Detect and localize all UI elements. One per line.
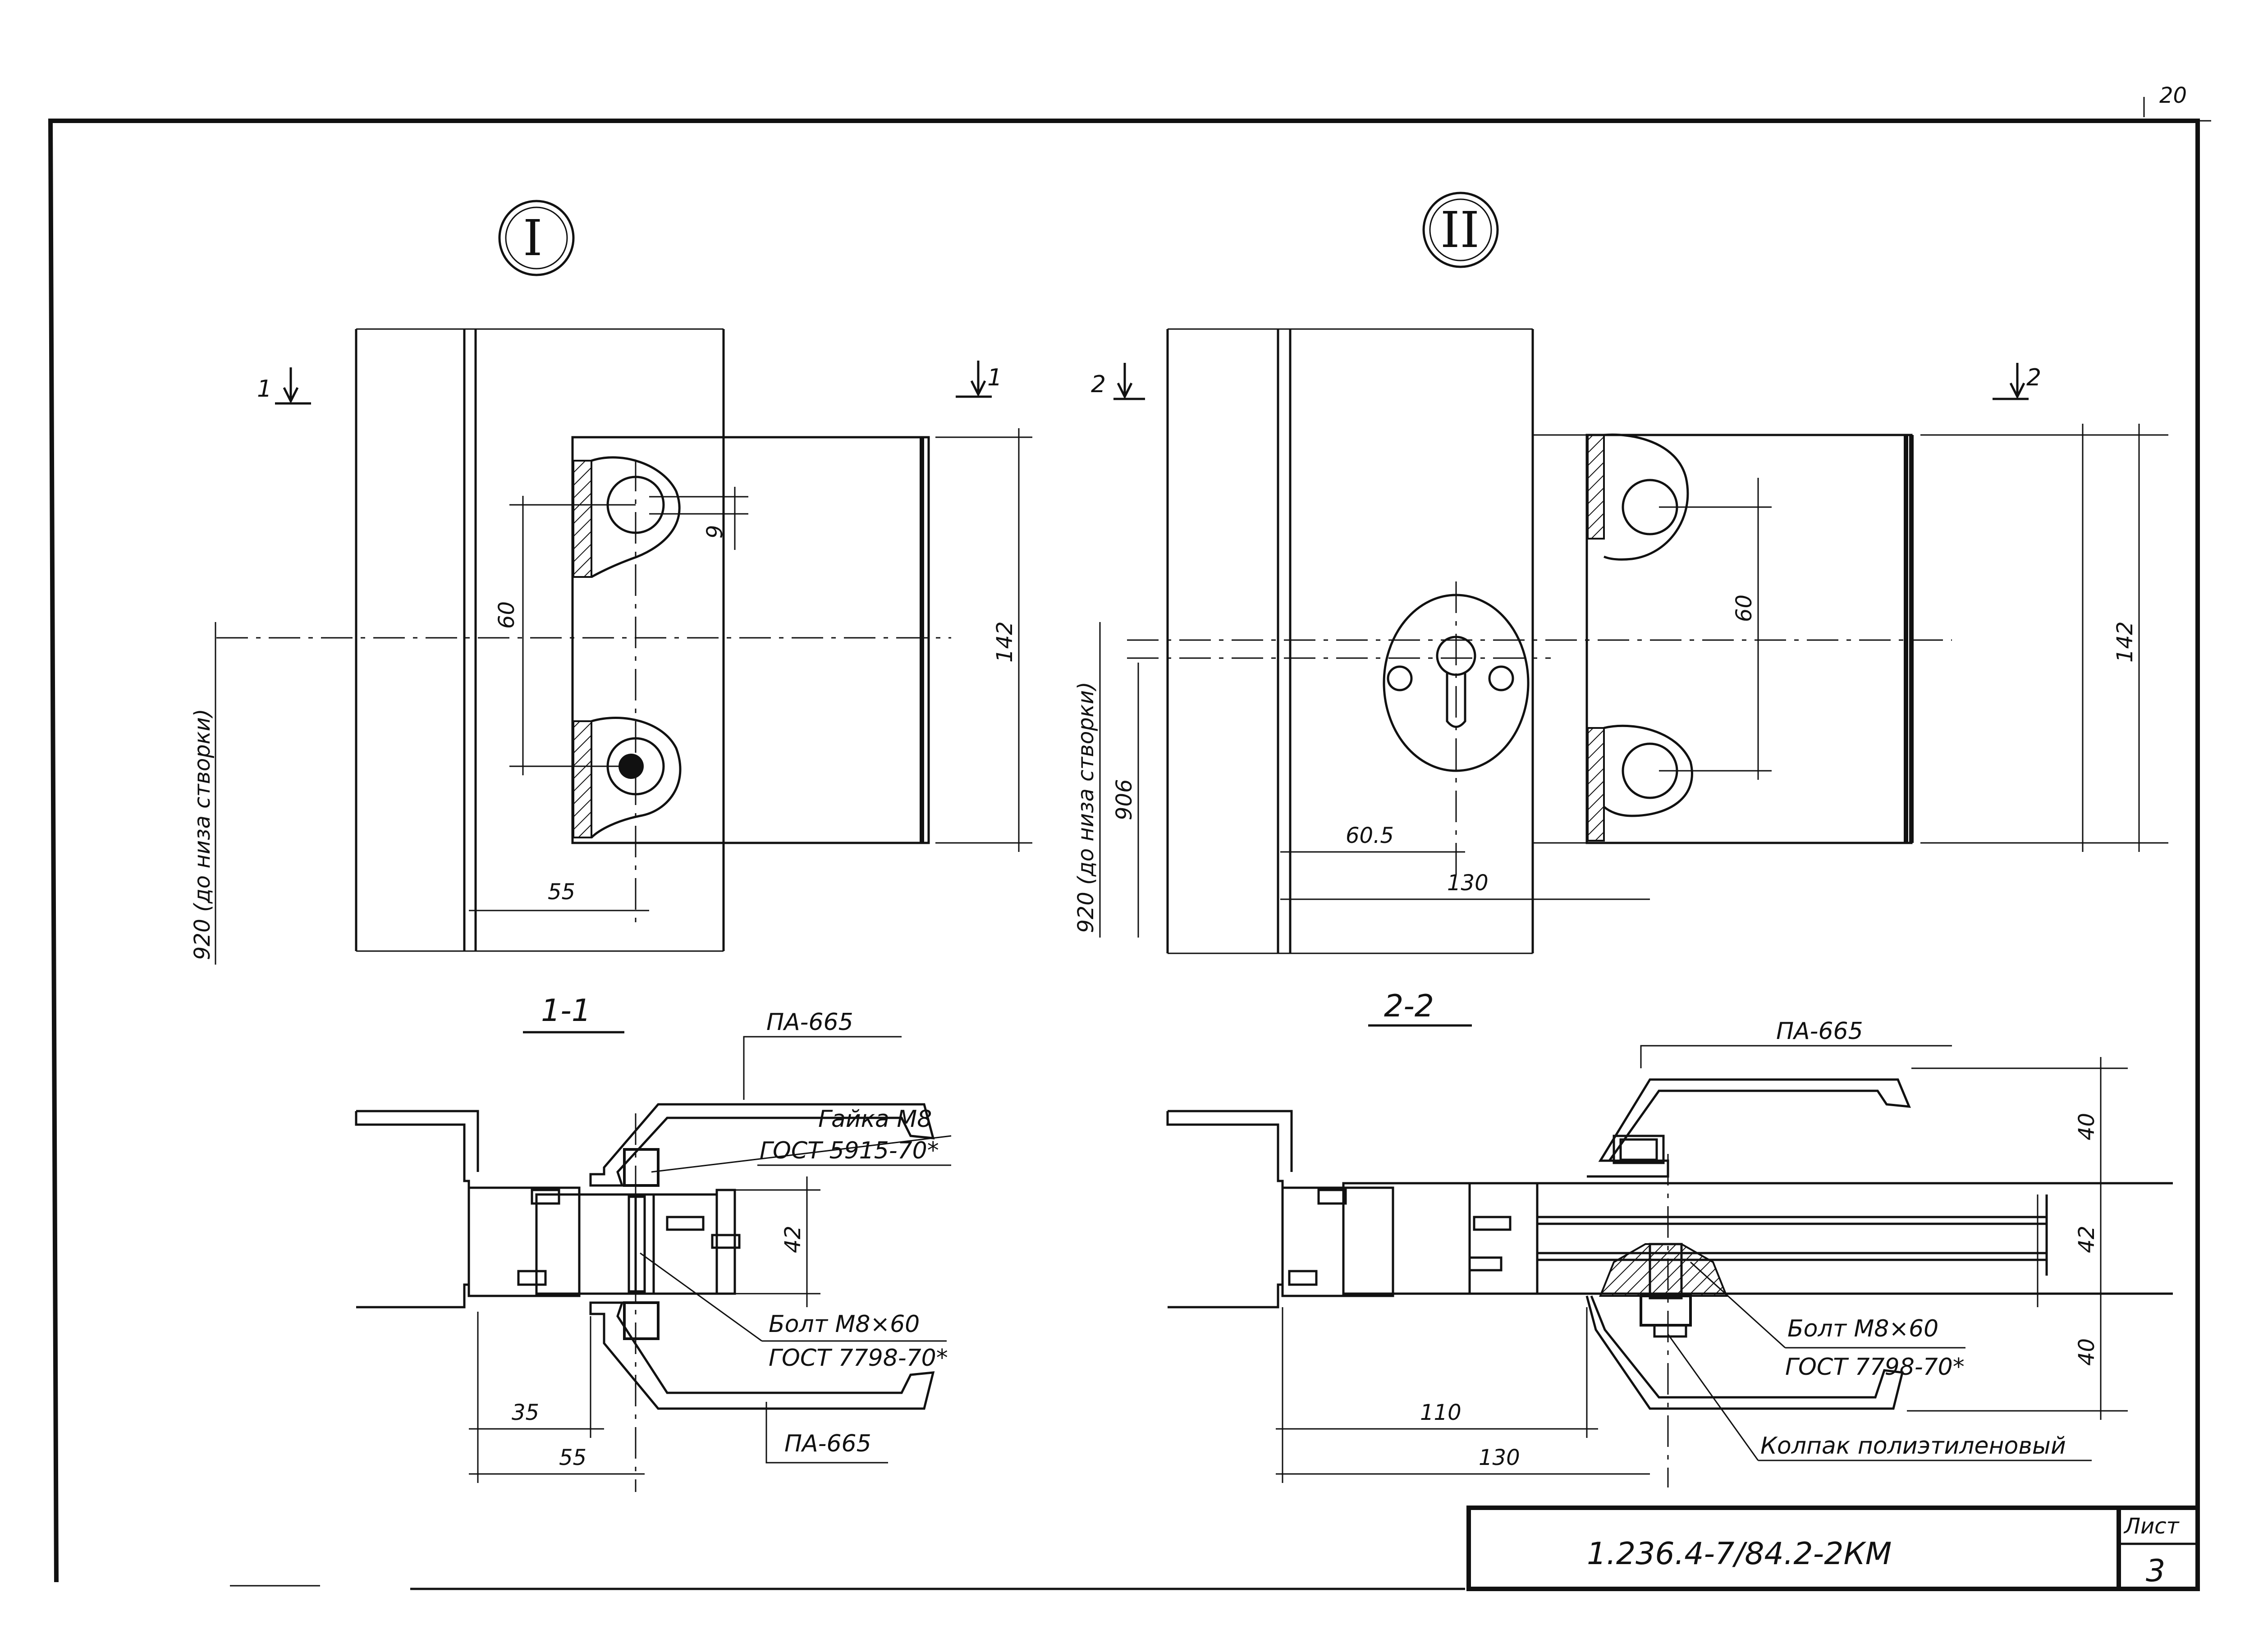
s2-cap: Колпак полиэтиленовый xyxy=(1760,1432,2066,1460)
s1-profile-top: ПА-665 xyxy=(766,1009,853,1036)
dim-v2-height-note: 920 (до низа створки) xyxy=(1073,682,1099,933)
dim-v2-130: 130 xyxy=(1447,870,1489,896)
s1-profile-bottom: ПА-665 xyxy=(784,1430,871,1457)
view-marker-1-label: I xyxy=(523,209,542,267)
cut-mark-1-left: 1 xyxy=(257,367,311,405)
dim-v1-55: 55 xyxy=(548,879,575,905)
view-2: II xyxy=(1073,192,2168,954)
cut-mark-2-left: 2 xyxy=(1091,363,1145,400)
title-block: 1.236.4-7/84.2-2КМ Лист 3 xyxy=(1466,1506,2200,1591)
dim-v2-60: 60 xyxy=(1732,595,1757,622)
s2-dim-130: 130 xyxy=(1479,1445,1520,1470)
cut-mark-1-right-label: 1 xyxy=(987,364,1002,391)
sheet-number: 3 xyxy=(2146,1553,2165,1589)
s1-dim-42: 42 xyxy=(780,1226,806,1253)
section-2-2: 2-2 ПА-665 xyxy=(1166,988,2173,1487)
section-2-2-title: 2-2 xyxy=(1384,988,1434,1024)
cut-mark-2-left-label: 2 xyxy=(1091,371,1106,398)
view-marker-2-label: II xyxy=(1440,201,1480,259)
dim-v2-60-5: 60.5 xyxy=(1346,823,1394,848)
view-marker-1: I xyxy=(498,200,575,276)
s1-dim-55: 55 xyxy=(559,1445,586,1470)
dim-v2-142: 142 xyxy=(2112,621,2138,663)
s1-dim-35: 35 xyxy=(512,1400,539,1425)
sheet-frame: 20 xyxy=(48,83,2211,1590)
section-1-1: 1-1 ПА-665 Гайка М8 ГОСТ 5915-70* xyxy=(355,993,952,1492)
s1-nut-1: Гайка М8 xyxy=(818,1106,932,1133)
corner-mark: 20 xyxy=(2159,83,2187,108)
drawing-code: 1.236.4-7/84.2-2КМ xyxy=(1587,1536,1892,1572)
view-marker-2: II xyxy=(1422,192,1499,268)
s2-bolt-2: ГОСТ 7798-70* xyxy=(1785,1354,1965,1381)
section-1-1-title: 1-1 xyxy=(541,993,591,1029)
s2-dim-40-top: 40 xyxy=(2074,1113,2099,1140)
cut-mark-2-right-label: 2 xyxy=(2026,364,2041,391)
cut-mark-1-left-label: 1 xyxy=(257,375,272,403)
s2-dim-40-bottom: 40 xyxy=(2074,1338,2099,1366)
s1-nut-2: ГОСТ 5915-70* xyxy=(760,1137,939,1164)
view-1: I 1 xyxy=(190,200,1032,965)
s2-dim-110: 110 xyxy=(1420,1400,1461,1425)
s2-dim-42: 42 xyxy=(2074,1226,2099,1253)
sheet-label: Лист xyxy=(2123,1514,2180,1539)
dim-v1-60: 60 xyxy=(494,601,519,629)
s1-bolt-1: Болт М8×60 xyxy=(769,1311,920,1338)
cut-mark-1-right: 1 xyxy=(956,361,1002,398)
dim-v1-height-note: 920 (до низа створки) xyxy=(190,709,215,960)
s2-bolt-1: Болт М8×60 xyxy=(1787,1315,1938,1342)
dim-v1-142: 142 xyxy=(992,621,1017,663)
dim-v1-9: 9 xyxy=(702,525,728,539)
s1-bolt-2: ГОСТ 7798-70* xyxy=(769,1345,948,1372)
dim-v2-906: 906 xyxy=(1112,779,1137,820)
s2-profile-top: ПА-665 xyxy=(1776,1018,1863,1045)
cut-mark-2-right: 2 xyxy=(1993,363,2041,400)
